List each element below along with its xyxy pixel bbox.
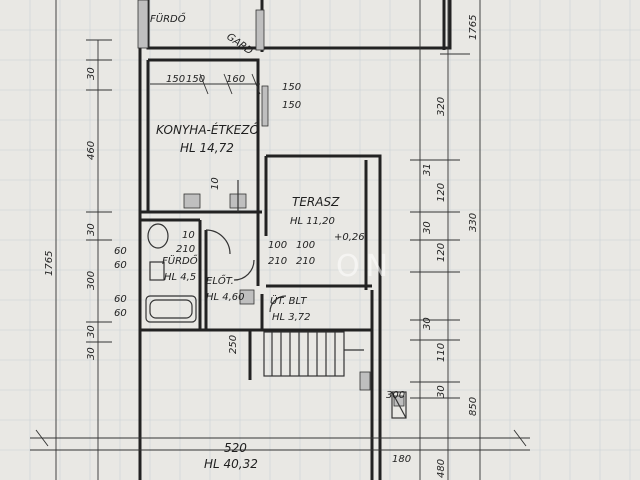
bathroom-fixtures	[145, 223, 197, 323]
dim-int-12: 60	[114, 308, 127, 319]
dim-int-6: 10	[210, 177, 221, 190]
dim-left-5: 30	[86, 325, 97, 338]
elevation-label: +0,26	[334, 232, 365, 243]
left-dimension-labels: 30 460 30 300 30 30 1765	[44, 67, 97, 360]
bath-area-label: HL 4,5	[164, 272, 196, 283]
storage-area-label: HL 3,72	[272, 312, 311, 323]
hall-area-label: HL 4,60	[206, 292, 245, 303]
dim-int-5: 150	[186, 74, 205, 85]
dim-int-13: 10	[182, 230, 195, 241]
exterior-walls	[138, 0, 452, 480]
hall-name-label: ELŐT.	[206, 273, 234, 287]
storage-name-label: ÜT. BLT	[270, 294, 307, 307]
dim-left-4: 300	[86, 271, 97, 290]
dim-int-17: 250	[228, 335, 239, 354]
dim-right-8: 110	[436, 343, 447, 362]
dim-right-10: 850	[468, 397, 479, 416]
dim-int-14: 210	[176, 244, 195, 255]
structural-pillars	[137, 0, 371, 391]
dim-right-1: 320	[436, 97, 447, 116]
terrace-area-label: HL 11,20	[290, 216, 335, 227]
dim-right-5: 330	[468, 213, 479, 232]
kitchen-name-label: KONYHA-ÉTKEZŐ	[156, 122, 259, 137]
right-dimension-labels: 320 31 120 30 330 120 30 110 30 850 480 …	[422, 15, 479, 478]
dim-right-3: 120	[436, 183, 447, 202]
garage-area-label: HL 40,32	[204, 457, 258, 471]
watermark-text: ON	[336, 249, 394, 284]
bath-top-label: FÜRDŐ	[150, 11, 186, 25]
dim-right-11: 480	[436, 459, 447, 478]
kitchen-area-label: HL 14,72	[180, 141, 234, 155]
dim-int-4: 150	[282, 100, 301, 111]
dim-int-2: 150	[282, 82, 301, 93]
garage-width-label: 520	[224, 441, 247, 455]
dim-int-3: 160	[226, 74, 245, 85]
terrace-name-label: TERASZ	[292, 195, 340, 209]
dimension-lines	[30, 0, 530, 480]
dim-right-7: 30	[422, 317, 433, 330]
dim-int-7: 100	[268, 240, 287, 251]
dim-int-11: 60	[114, 294, 127, 305]
dim-int-9: 60	[114, 246, 127, 257]
dim-int-1: 150	[166, 74, 185, 85]
dim-left-2: 460	[86, 141, 97, 160]
dim-right-9: 30	[436, 385, 447, 398]
dim-left-total: 1765	[44, 251, 55, 276]
dim-right-6: 120	[436, 243, 447, 262]
dim-int-8: 210	[268, 256, 287, 267]
dim-int-19: 300	[386, 390, 405, 401]
dim-right-2: 31	[422, 163, 433, 176]
interior-dimension-labels: 150 150 160 150 150 10 100 210 60 60 60 …	[114, 74, 411, 465]
dim-right-4: 30	[422, 221, 433, 234]
window-symbol	[391, 391, 407, 419]
dim-left-6: 30	[86, 347, 97, 360]
door-swings	[205, 180, 287, 313]
dim-int-18: 180	[392, 454, 411, 465]
staircase	[263, 331, 364, 377]
dim-int-10: 60	[114, 260, 127, 271]
dim-int-15: 100	[296, 240, 315, 251]
dim-right-total: 1765	[468, 15, 479, 40]
dim-int-16: 210	[296, 256, 315, 267]
interior-walls	[140, 210, 372, 380]
bath-name-label: FÜRDŐ	[162, 253, 198, 267]
dim-left-3: 30	[86, 223, 97, 236]
dim-left-1: 30	[86, 67, 97, 80]
